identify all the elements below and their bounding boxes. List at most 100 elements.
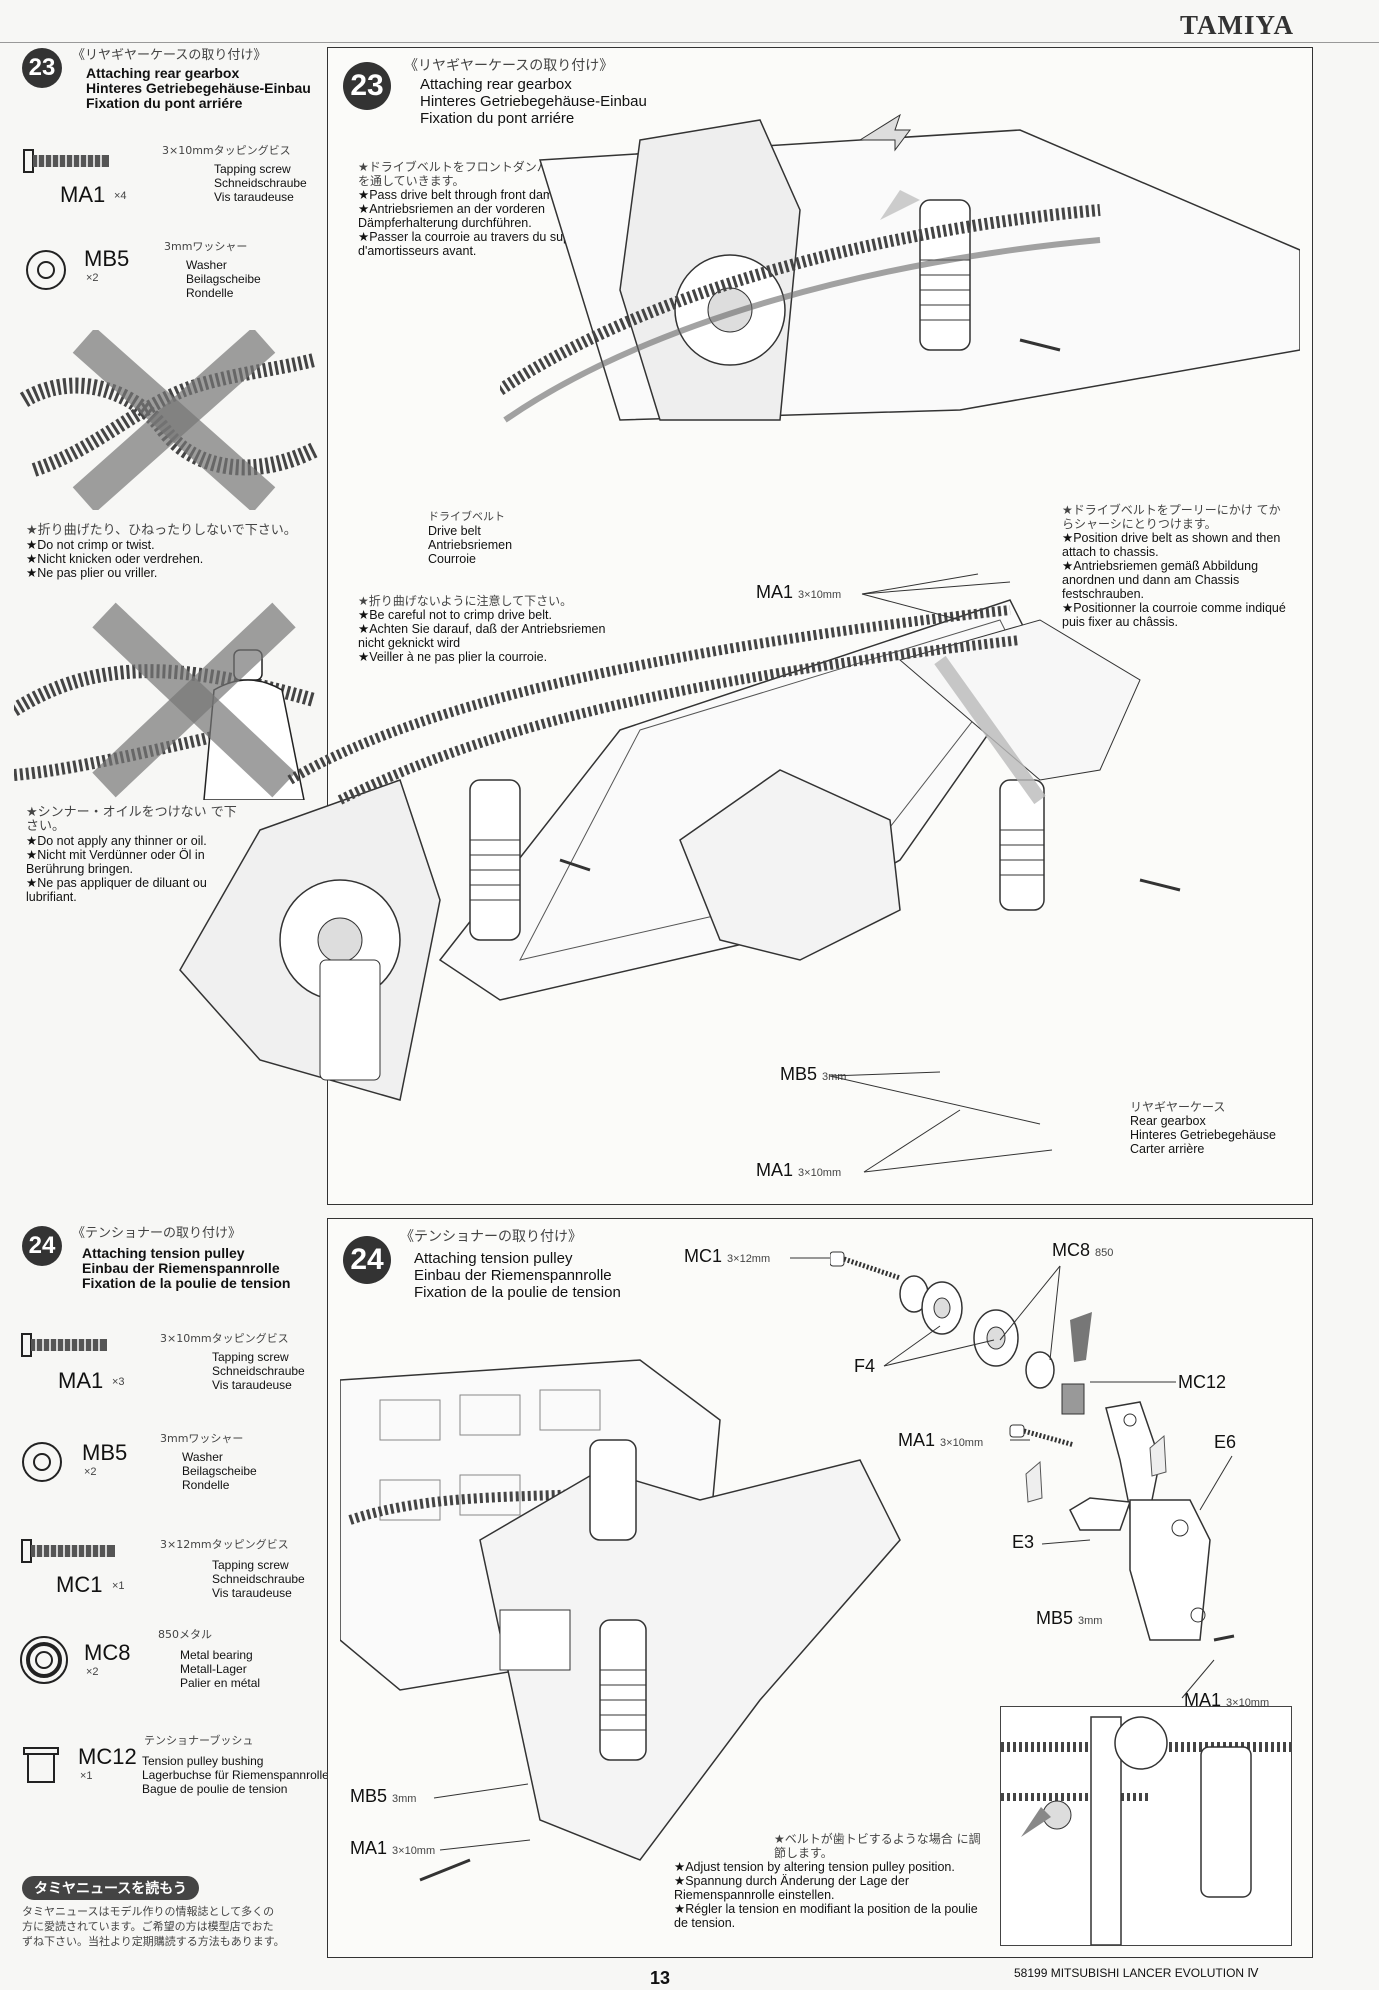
gearbox-label-line: Carter arrière bbox=[1130, 1142, 1205, 1156]
note-jp: ★ドライブベルトをプーリーにかけ てからシャーシにとりつけます。 bbox=[1062, 503, 1281, 531]
step-23-titles: Attaching rear gearbox Hinteres Getriebe… bbox=[86, 66, 326, 111]
crimped-belt-illustration bbox=[19, 330, 318, 510]
note-crimp-belt: ★折り曲げないように注意して下さい。 ★Be careful not to cr… bbox=[358, 594, 628, 664]
warning-line: ★Do not crimp or twist. bbox=[26, 538, 155, 552]
note-tension-adjust: ★ベルトが歯トビするような場合 に調節します。 ★Adjust tension … bbox=[674, 1832, 992, 1930]
warning-line: ★Do not apply any thinner or oil. bbox=[26, 834, 207, 848]
news-line: 方に愛読されています。ご希望の方は模型店でおた bbox=[22, 1920, 274, 1933]
callout-code: MC12 bbox=[1178, 1372, 1227, 1392]
desc-line: Bague de poulie de tension bbox=[142, 1782, 288, 1796]
note-line: ★Régler la tension en modifiant la posit… bbox=[674, 1902, 978, 1930]
part-desc-mc1: Tapping screw Schneidschraube Vis taraud… bbox=[212, 1558, 305, 1600]
callout-spec: 3×10mm bbox=[940, 1437, 984, 1449]
model-name: 58199 MITSUBISHI LANCER EVOLUTION Ⅳ bbox=[1014, 1966, 1259, 1980]
step-23-panel-title-jp: 《リヤギヤーケースの取り付け》 bbox=[404, 58, 614, 74]
note-line: ★Antriebsriemen gemäß Abbildung anordnen… bbox=[1062, 559, 1259, 601]
callout-code: E3 bbox=[1012, 1532, 1035, 1552]
step-24-title-en: Attaching tension pulley bbox=[82, 1245, 245, 1261]
note-jp: ★折り曲げないように注意して下さい。 bbox=[358, 594, 573, 608]
callout-code: F4 bbox=[854, 1356, 876, 1376]
belt-label-line: Drive belt bbox=[428, 524, 481, 538]
part-spec-ma1: 3×10mmタッピングビス bbox=[162, 144, 291, 157]
callout-code: MB5 bbox=[1036, 1608, 1074, 1628]
desc-line: Metall-Lager bbox=[180, 1662, 247, 1676]
panel-title-fr: Fixation du pont arriére bbox=[420, 110, 575, 127]
part-desc-ma1: Tapping screw Schneidschraube Vis taraud… bbox=[212, 1350, 305, 1392]
step-24-panel-title-jp: 《テンショナーの取り付け》 bbox=[400, 1229, 582, 1245]
desc-line: Schneidschraube bbox=[214, 176, 307, 190]
desc-line: Metal bearing bbox=[180, 1648, 253, 1662]
warning-line: ★Ne pas plier ou vriller. bbox=[26, 566, 158, 580]
tension-inset bbox=[1000, 1706, 1292, 1946]
step-24-title-fr: Fixation de la poulie de tension bbox=[82, 1275, 291, 1291]
header-rule bbox=[0, 42, 1379, 43]
callout-code: MA1 bbox=[350, 1838, 388, 1858]
tapping-screw-icon bbox=[21, 1539, 115, 1563]
belt-label-line: Antriebsriemen bbox=[428, 538, 513, 552]
step-24-panel-titles: Attaching tension pulley Einbau der Riem… bbox=[414, 1250, 621, 1301]
callout-mc12: MC12 bbox=[1178, 1372, 1226, 1393]
note-line: ★Pass drive belt through front damper st… bbox=[358, 188, 601, 202]
callout-ma1-chassis: MA1 3×10mm bbox=[350, 1838, 435, 1859]
tamiya-news-text: タミヤニュースはモデル作りの情報誌として多くの 方に愛読されています。ご希望の方… bbox=[22, 1904, 285, 1949]
part-code-mc8: MC8 bbox=[84, 1640, 131, 1665]
callout-spec: 3×10mm bbox=[798, 1167, 842, 1179]
part-spec-mc12: テンショナーブッシュ bbox=[144, 1734, 254, 1747]
desc-line: Palier en métal bbox=[180, 1676, 261, 1690]
desc-line: Washer bbox=[186, 258, 227, 272]
part-qty-mc1: ×1 bbox=[112, 1580, 125, 1592]
gearbox-label-line: Rear gearbox bbox=[1130, 1114, 1206, 1128]
note-line: ★Veiller à ne pas plier la courroie. bbox=[358, 650, 548, 664]
step-23-title-de: Hinteres Getriebegehäuse-Einbau bbox=[86, 80, 311, 96]
step-23-panel-number: 23 bbox=[343, 62, 391, 110]
part-code-mc12: MC12 bbox=[78, 1744, 137, 1769]
note-line: ★Spannung durch Änderung der Lage der Ri… bbox=[674, 1874, 909, 1902]
rear-gearbox-label: リヤギヤーケース Rear gearbox Hinteres Getriebeg… bbox=[1130, 1100, 1276, 1156]
tension-inset-illustration bbox=[1001, 1716, 1291, 1945]
note-jp: ★ベルトが歯トビするような場合 に調節します。 bbox=[774, 1832, 981, 1860]
note-line: ★Positionner la courroie comme indiqué p… bbox=[1062, 601, 1286, 629]
washer-icon bbox=[26, 250, 66, 290]
part-qty-mb5: ×2 bbox=[86, 272, 99, 284]
callout-code: MA1 bbox=[1184, 1690, 1222, 1710]
desc-line: Beilagscheibe bbox=[182, 1464, 257, 1478]
step-23-title-en: Attaching rear gearbox bbox=[86, 65, 240, 81]
warning-line: ★Ne pas appliquer de diluant ou lubrifia… bbox=[26, 876, 207, 904]
bushing-icon bbox=[23, 1747, 59, 1783]
note-line: ★Be careful not to crimp drive belt. bbox=[358, 608, 552, 622]
tensioner-chassis-illustration bbox=[340, 1359, 901, 1882]
part-desc-ma1: Tapping screw Schneidschraube Vis taraud… bbox=[214, 162, 307, 204]
callout-mb5-chassis: MB5 3mm bbox=[350, 1786, 416, 1807]
gearbox-label-line: Hinteres Getriebegehäuse bbox=[1130, 1128, 1276, 1142]
note-line: ★Position drive belt as shown and then a… bbox=[1062, 531, 1281, 559]
brand-logo: TAMIYA bbox=[1180, 10, 1295, 40]
callout-ma1-tensioner: MA1 3×10mm bbox=[898, 1430, 983, 1451]
belt-label-line: Courroie bbox=[428, 552, 476, 566]
no-thinner-illustration bbox=[14, 602, 316, 800]
part-code-mb5: MB5 bbox=[82, 1440, 128, 1465]
desc-line: Tapping screw bbox=[214, 162, 291, 176]
tensioner-exploded-illustration bbox=[830, 1251, 1235, 1642]
note-line: ★Adjust tension by altering tension pull… bbox=[674, 1860, 955, 1874]
desc-line: Schneidschraube bbox=[212, 1364, 305, 1378]
tapping-screw-icon bbox=[23, 149, 109, 173]
part-spec-ma1: 3×10mmタッピングビス bbox=[160, 1332, 289, 1345]
callout-e6: E6 bbox=[1214, 1432, 1236, 1453]
desc-line: Vis taraudeuse bbox=[214, 190, 294, 204]
part-spec-mb5: 3mmワッシャー bbox=[164, 240, 248, 253]
callout-code: E6 bbox=[1214, 1432, 1237, 1452]
panel-title-de: Hinteres Getriebegehäuse-Einbau bbox=[420, 93, 647, 110]
desc-line: Vis taraudeuse bbox=[212, 1378, 292, 1392]
note-line: ★Achten Sie darauf, daß der Antriebsriem… bbox=[358, 622, 606, 650]
desc-line: Rondelle bbox=[182, 1478, 230, 1492]
callout-code: MB5 bbox=[350, 1786, 388, 1806]
callout-code: MB5 bbox=[780, 1064, 818, 1084]
part-desc-mc12: Tension pulley bushing Lagerbuchse für R… bbox=[142, 1754, 329, 1796]
callout-ma1-bottom: MA1 3×10mm bbox=[756, 1160, 841, 1181]
part-code-ma1: MA1 bbox=[58, 1368, 104, 1393]
gearbox-label-jp: リヤギヤーケース bbox=[1130, 1100, 1226, 1114]
callout-code: MC1 bbox=[684, 1246, 723, 1266]
desc-line: Vis taraudeuse bbox=[212, 1586, 292, 1600]
callout-ma1-top: MA1 3×10mm bbox=[756, 582, 841, 603]
